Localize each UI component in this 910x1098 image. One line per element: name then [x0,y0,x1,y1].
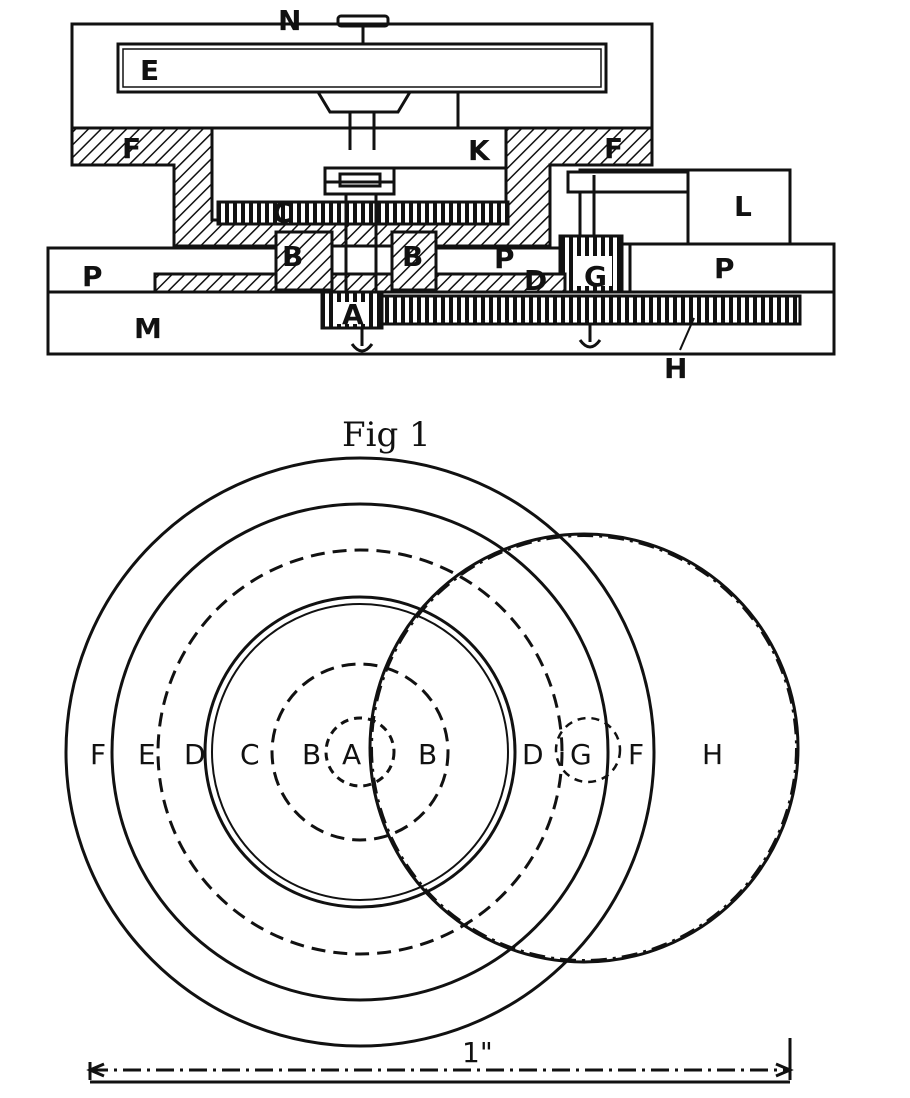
section-view [46,14,836,356]
plan-label-b-left: B [302,738,321,771]
circle-c-inner [211,603,509,901]
outer-casing [70,22,654,130]
funnel-piece [315,90,413,114]
plan-label-f-left: F [90,738,106,771]
label-m: M [134,312,162,345]
bearing-b-left [274,230,334,292]
screw-head-left [350,343,374,353]
plate-p-right [628,242,836,294]
plan-label-d-left: D [184,738,206,771]
circle-h-pitch [371,535,797,961]
label-c: C [272,196,293,229]
label-n: N [278,4,301,37]
circle-a [324,716,396,788]
plan-label-g: G [570,738,592,771]
label-h: H [664,352,687,385]
label-f-right: F [604,132,623,165]
label-l: L [734,190,752,223]
drum-e [116,42,608,94]
plan-view [64,456,800,1048]
plan-label-c: C [240,738,260,771]
plan-label-e: E [138,738,156,771]
plan-label-d-right: D [522,738,544,771]
label-b-left: B [282,240,303,273]
plan-label-b-right: B [418,738,437,771]
frame-k [323,92,508,184]
figure-caption: Fig 1 [342,415,431,455]
scale-label: 1" [462,1036,493,1069]
label-k: K [468,134,491,167]
gear-wheel-c [216,200,510,226]
label-e: E [140,54,159,87]
circle-f [64,456,656,1048]
circle-h [368,532,800,964]
circle-d [156,548,564,956]
label-f-left: F [122,132,141,165]
circle-e [110,502,610,1002]
scale-bar [86,1038,794,1084]
bearing-b-right [390,230,438,292]
circle-b [270,662,450,842]
label-a: A [342,298,364,331]
circle-g [554,716,622,784]
plan-labels: F E D C B A B D G F H [90,738,723,771]
plan-label-f-right: F [628,738,644,771]
label-p-mid: P [494,242,515,275]
label-b-right: B [402,240,423,273]
label-p-right: P [714,252,735,285]
label-p-left: P [82,260,103,293]
label-g: G [584,260,607,293]
label-d: D [524,264,547,297]
plan-label-h: H [702,738,723,771]
plan-label-a: A [342,738,361,771]
screw-head-right [578,339,602,349]
section-labels: N E K F F C B B D L P P P G M A H [82,4,752,385]
gear-wheel-h [380,294,802,326]
knob-n [336,14,390,28]
drum-e-inner [122,48,602,88]
circle-c-outer [203,595,517,909]
